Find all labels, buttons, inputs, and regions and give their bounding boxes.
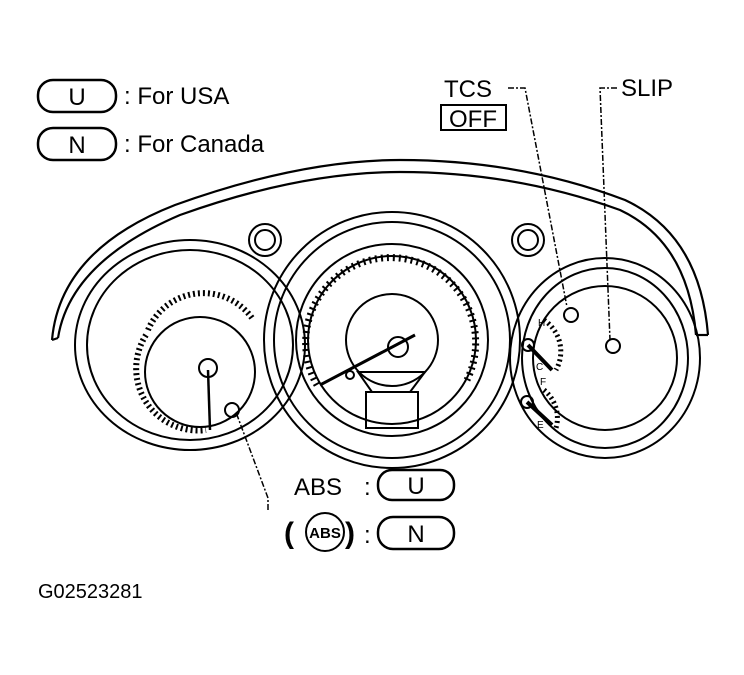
abs-canada-code-box (376, 515, 456, 551)
abs-usa-code-box (376, 468, 456, 502)
leader-lines (236, 87, 617, 510)
abs-symbol-text: ABS (309, 525, 341, 542)
fuel-full-mark: F (540, 377, 546, 388)
abs-text: ABS (294, 474, 342, 501)
legend-canada: N : For Canada (36, 126, 265, 162)
fuel-high-mark: H (538, 318, 545, 329)
usa-code-label: U (68, 84, 85, 111)
canada-text: : For Canada (124, 131, 265, 158)
left-gauge-pod (74, 239, 306, 451)
abs-usa-code-label: U (407, 473, 424, 500)
abs-leader-line (236, 414, 269, 510)
fuel-empty-mark: E (537, 420, 544, 431)
figure-id: G02523281 (38, 581, 143, 603)
abs-warning-symbol (305, 512, 345, 552)
slip-leader-line (599, 87, 617, 341)
off-label: OFF (449, 106, 497, 133)
fuel-cold-mark: C (536, 362, 543, 373)
right-gauge-pod (509, 257, 701, 459)
abs-paren-open: ( (284, 517, 294, 550)
tcs-leader-line (508, 87, 568, 308)
canada-code-box (36, 126, 118, 162)
tcs-label: TCS (444, 76, 492, 103)
slip-label: SLIP (621, 75, 673, 102)
usa-code-box (36, 78, 118, 114)
off-box (440, 104, 507, 131)
usa-text: : For USA (124, 83, 229, 110)
abs-colon-1: : (364, 474, 371, 501)
abs-paren-close: ) (345, 517, 355, 550)
legend-usa: U : For USA (36, 78, 229, 114)
speedometer (263, 211, 521, 469)
abs-legend: ABS : U ( ABS ) : N (284, 468, 456, 552)
tcs-off-callout: TCS OFF (440, 76, 507, 133)
hood-indicators (248, 223, 545, 257)
abs-colon-2: : (364, 522, 371, 549)
abs-canada-code-label: N (407, 521, 424, 548)
canada-code-label: N (68, 132, 85, 159)
